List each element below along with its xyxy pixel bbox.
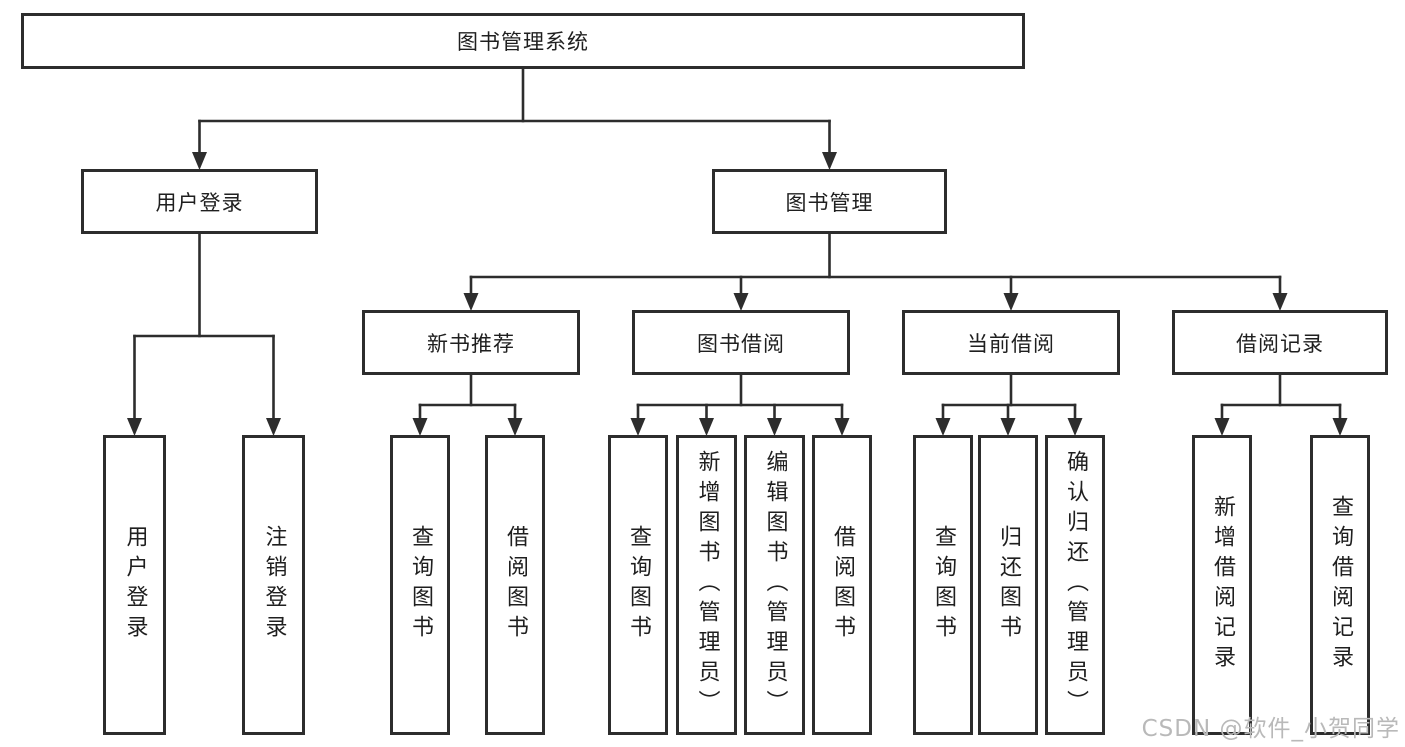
node-label: 借阅图书 [830, 525, 855, 645]
node-label: 新书推荐 [427, 331, 515, 356]
node-return-book: 归还图书 [978, 435, 1038, 735]
node-label: 查询图书 [626, 525, 651, 645]
arrowhead-icon [463, 293, 479, 311]
arrowhead-icon [266, 418, 281, 436]
node-borrow-records: 借阅记录 [1172, 310, 1388, 375]
arrowhead-icon [412, 418, 428, 436]
watermark: CSDN @软件_小贺同学 [1141, 716, 1400, 742]
node-label: 查询图书 [931, 525, 956, 645]
arrowhead-icon [1272, 293, 1288, 311]
node-label: 当前借阅 [967, 331, 1055, 356]
node-root: 图书管理系统 [21, 13, 1025, 69]
arrowhead-icon [1214, 418, 1230, 436]
node-label: 图书管理 [785, 190, 874, 215]
arrowhead-icon [630, 418, 646, 436]
node-label: 新增借阅记录 [1210, 495, 1235, 675]
node-user-login: 用户登录 [103, 435, 166, 735]
node-current-borrow: 当前借阅 [902, 310, 1120, 375]
node-edit-book: 编辑图书（管理员） [744, 435, 805, 735]
arrowhead-icon [733, 293, 749, 311]
arrowhead-icon [834, 418, 850, 436]
node-confirm-return: 确认归还（管理员） [1045, 435, 1105, 735]
arrowhead-icon [1067, 418, 1083, 436]
node-query-book-2: 查询图书 [608, 435, 668, 735]
node-label: 查询借阅记录 [1328, 495, 1353, 675]
node-query-book-3: 查询图书 [913, 435, 973, 735]
node-label: 归还图书 [996, 525, 1021, 645]
node-label: 借阅记录 [1236, 331, 1324, 356]
arrowhead-icon [1000, 418, 1016, 436]
node-label: 查询图书 [408, 525, 433, 645]
arrowhead-icon [699, 418, 714, 436]
arrowhead-icon [935, 418, 951, 436]
node-login: 用户登录 [81, 169, 318, 234]
node-label: 用户登录 [122, 525, 148, 645]
arrowhead-icon [1332, 418, 1348, 436]
node-label: 编辑图书（管理员） [762, 450, 788, 720]
node-new-book-rec: 新书推荐 [362, 310, 580, 375]
node-label: 借阅图书 [503, 525, 528, 645]
arrowhead-icon [127, 418, 142, 436]
node-borrow-book-2: 借阅图书 [812, 435, 872, 735]
node-label: 图书借阅 [697, 331, 785, 356]
node-label: 注销登录 [261, 525, 287, 645]
node-mgmt: 图书管理 [712, 169, 947, 234]
arrowhead-icon [1003, 293, 1019, 311]
node-book-borrow: 图书借阅 [632, 310, 850, 375]
node-add-record: 新增借阅记录 [1192, 435, 1252, 735]
arrowhead-icon [192, 152, 207, 170]
arrowhead-icon [767, 418, 782, 436]
node-query-book-1: 查询图书 [390, 435, 450, 735]
node-borrow-book-1: 借阅图书 [485, 435, 545, 735]
arrowhead-icon [507, 418, 523, 436]
node-label: 新增图书（管理员） [694, 450, 720, 720]
node-query-record: 查询借阅记录 [1310, 435, 1370, 735]
node-logout: 注销登录 [242, 435, 305, 735]
node-label: 图书管理系统 [457, 30, 589, 54]
node-label: 确认归还（管理员） [1063, 450, 1088, 720]
arrowhead-icon [822, 152, 837, 170]
node-label: 用户登录 [155, 190, 244, 215]
node-add-book: 新增图书（管理员） [676, 435, 737, 735]
